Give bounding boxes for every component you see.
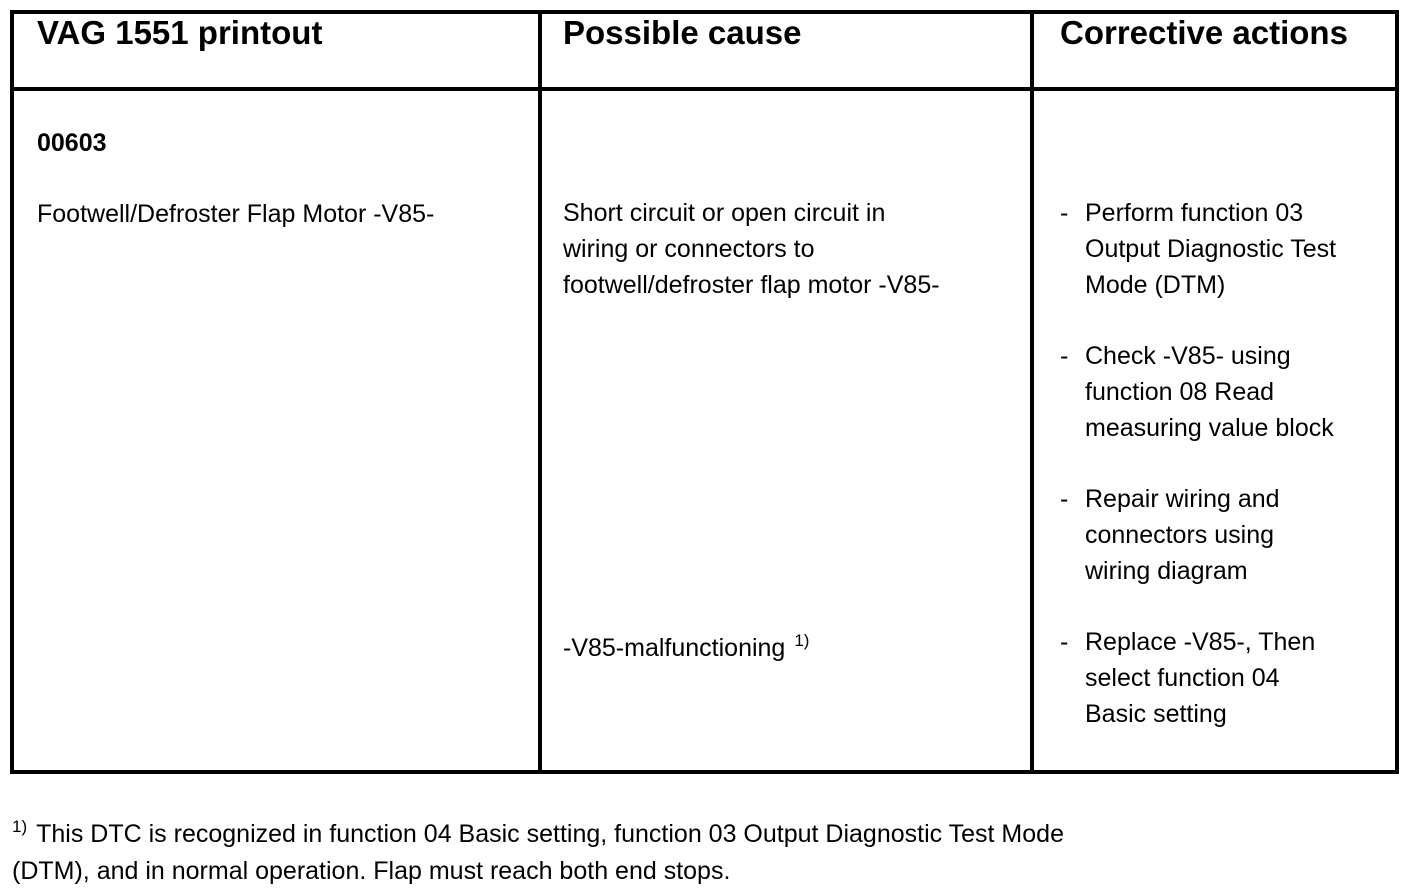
cell-vag-printout: 00603 Footwell/Defroster Flap Motor -V85… (14, 91, 542, 770)
footnote-text: This DTC is recognized in function 04 Ba… (12, 820, 1064, 885)
corrective-action-item: - Replace -V85-, Then select function 04… (1060, 624, 1389, 732)
dtc-label: Footwell/Defroster Flap Motor -V85- (37, 200, 435, 228)
corrective-action-item: - Perform function 03 Output Diagnostic … (1060, 195, 1389, 303)
column-header-possible-cause: Possible cause (542, 14, 1034, 91)
corrective-action-text: Repair wiring and connectors using wirin… (1085, 485, 1280, 585)
cell-corrective-actions: - Perform function 03 Output Diagnostic … (1034, 91, 1395, 770)
dash-bullet: - (1060, 342, 1069, 370)
dtc-code: 00603 (37, 129, 107, 157)
footnote: 1)This DTC is recognized in function 04 … (12, 816, 1404, 890)
cause-malfunction-text: -V85-malfunctioning (563, 634, 786, 662)
corrective-action-text: Perform function 03 Output Diagnostic Te… (1085, 199, 1337, 299)
footnote-reference-marker: 1) (794, 631, 810, 650)
cause-wiring-text: Short circuit or open circuit in wiring … (563, 199, 940, 299)
cell-possible-cause: Short circuit or open circuit in wiring … (542, 91, 1034, 770)
column-header-vag-1551-printout: VAG 1551 printout (14, 14, 542, 91)
dash-bullet: - (1060, 628, 1069, 656)
dtc-table: VAG 1551 printout Possible cause Correct… (10, 10, 1399, 774)
corrective-action-item: - Repair wiring and connectors using wir… (1060, 481, 1389, 589)
cause-malfunction-line: -V85-malfunctioning 1) (563, 630, 1012, 666)
corrective-action-text: Check -V85- using function 08 Read measu… (1085, 342, 1334, 442)
column-header-corrective-actions: Corrective actions (1034, 14, 1395, 91)
corrective-action-text: Replace -V85-, Then select function 04 B… (1085, 628, 1316, 728)
dash-bullet: - (1060, 199, 1069, 227)
dash-bullet: - (1060, 485, 1069, 513)
footnote-marker: 1) (12, 817, 28, 836)
corrective-action-item: - Check -V85- using function 08 Read mea… (1060, 338, 1389, 446)
